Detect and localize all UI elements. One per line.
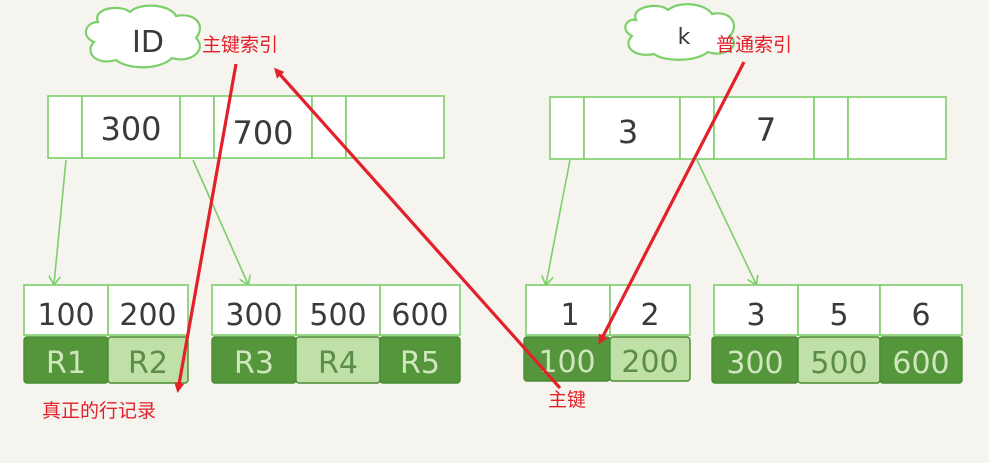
primary-leaf-2: 300 500 600 R3 R4 R5 [211, 284, 461, 384]
primary-leaf-2-row-2: R4 [318, 346, 358, 381]
primary-leaf-2-key-2: 500 [309, 298, 366, 333]
secondary-cloud: k [624, 3, 736, 61]
cloud-shape [84, 4, 201, 69]
primary-root-key-1: 300 [100, 110, 161, 148]
secondary-leaf-2-row-1: 300 [726, 346, 783, 381]
primary-root-node: 300 700 [47, 95, 445, 159]
secondary-leaf-2-key-2: 5 [829, 298, 848, 333]
primary-leaf-2-row-1: R3 [234, 346, 274, 381]
primary-key-annotation: 主键 [548, 389, 586, 411]
secondary-leaf-2-row-3: 600 [892, 346, 949, 381]
primary-leaf-2-row-3: R5 [400, 346, 440, 381]
primary-cloud-label: ID [132, 25, 164, 60]
secondary-root-key-2: 7 [756, 111, 776, 149]
primary-root-key-2: 700 [232, 114, 293, 152]
secondary-leaf-2-row-2: 500 [810, 346, 867, 381]
secondary-root-key-1: 3 [618, 113, 638, 151]
row-record-annotation: 真正的行记录 [42, 400, 156, 422]
primary-leaf-1-row-2: R2 [128, 346, 168, 381]
primary-leaf-2-key-1: 300 [225, 298, 282, 333]
secondary-index-annotation: 普通索引 [716, 34, 792, 56]
secondary-leaf-1-row-2: 200 [621, 345, 678, 380]
secondary-pointer-right [696, 159, 756, 284]
secondary-leaf-1-key-2: 2 [640, 298, 659, 333]
annotations: 主键索引 普通索引 真正的行记录 主键 [42, 34, 792, 422]
primary-leaf-2-key-3: 600 [391, 298, 448, 333]
primary-pointer-right [192, 159, 248, 284]
primary-index-tree: ID 300 700 100 200 R1 R2 [23, 4, 461, 384]
primary-leaf-1: 100 200 R1 R2 [23, 284, 189, 384]
secondary-cloud-label: k [678, 25, 691, 50]
arrow-pk-to-primary [274, 67, 562, 390]
secondary-pointer-left [546, 159, 571, 284]
primary-cloud: ID [84, 4, 201, 69]
secondary-leaf-2-key-3: 6 [911, 298, 930, 333]
arrow-secondary-to-pk [598, 61, 746, 345]
primary-leaf-1-key-2: 200 [119, 298, 176, 333]
primary-leaf-1-key-1: 100 [37, 298, 94, 333]
primary-index-annotation: 主键索引 [202, 34, 278, 56]
secondary-leaf-1-key-1: 1 [560, 298, 579, 333]
secondary-leaf-2: 3 5 6 300 500 600 [711, 284, 963, 384]
primary-leaf-1-row-1: R1 [46, 346, 86, 381]
primary-pointer-left [54, 159, 67, 284]
secondary-index-tree: k 3 7 1 2 100 200 3 [523, 3, 963, 384]
cloud-shape [624, 3, 736, 61]
secondary-root-node: 3 7 [549, 96, 947, 160]
secondary-leaf-2-key-1: 3 [746, 298, 765, 333]
secondary-leaf-1: 1 2 100 200 [523, 284, 691, 382]
arrow-primary-to-rows [174, 63, 238, 393]
